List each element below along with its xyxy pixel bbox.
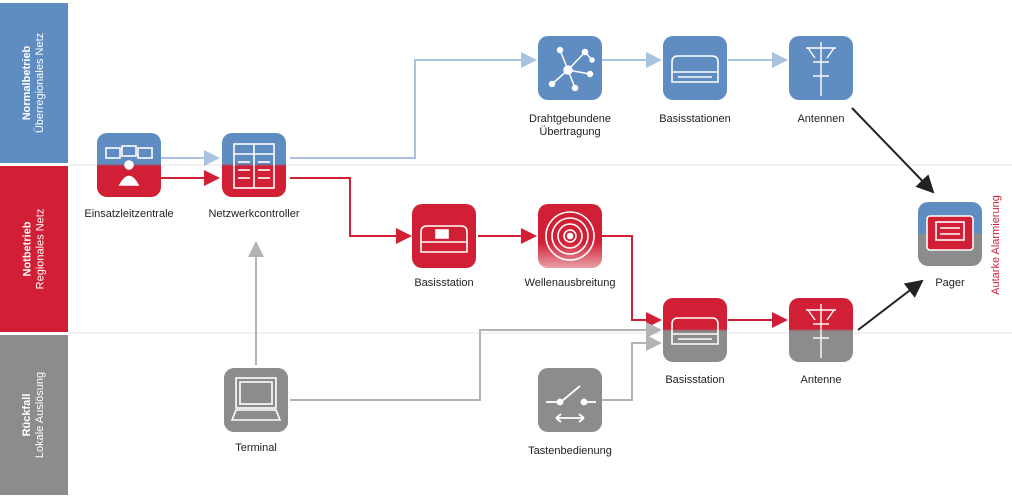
switch-icon	[546, 385, 596, 423]
pager-icon	[926, 215, 974, 251]
connector-blue	[290, 52, 537, 159]
base-station-icon	[420, 225, 468, 253]
label-tastenbedienung: Tastenbedienung	[528, 445, 612, 457]
node-einsatzleitzentrale[interactable]	[97, 133, 161, 197]
connector-gray	[602, 335, 662, 401]
label-basisstation-red: Basisstation	[414, 277, 474, 289]
terminal-icon	[230, 377, 282, 421]
label-einsatzleitzentrale: Einsatzleitzentrale	[84, 208, 174, 220]
label-terminal: Terminal	[235, 442, 277, 454]
node-wellenausbreitung[interactable]	[538, 204, 602, 268]
label-wellenausbreitung: Wellenausbreitung	[524, 277, 616, 289]
node-antenne[interactable]	[789, 298, 853, 362]
connector-black	[857, 279, 924, 331]
label-antenne: Antenne	[800, 374, 842, 386]
antenna-icon	[806, 304, 836, 358]
node-terminal[interactable]	[224, 368, 288, 432]
band-normalbetrieb: Normalbetrieb Überregionales Netz	[0, 3, 68, 163]
label-basisstation-gray: Basisstation	[665, 374, 725, 386]
band-notbetrieb: Notbetrieb Regionales Netz	[0, 166, 68, 332]
node-basisstation-gray[interactable]	[663, 298, 727, 362]
side-label-autarke-alarmierung: Autarke Alarmierung	[985, 175, 1007, 315]
side-label-text: Autarke Alarmierung	[990, 195, 1003, 295]
antenna-icon	[806, 42, 836, 96]
base-station-icon	[671, 317, 719, 345]
label-drahtgebundene-uebertragung: Drahtgebundene Übertragung	[529, 113, 611, 138]
connector-black	[851, 107, 935, 194]
band-rueckfall: Rückfall Lokale Auslösung	[0, 335, 68, 495]
label-pager: Pager	[935, 277, 965, 289]
dispatcher-icon	[105, 145, 153, 186]
label-basisstationen: Basisstationen	[659, 113, 731, 125]
label-netzwerkcontroller: Netzwerkcontroller	[208, 208, 300, 220]
node-basisstation-red[interactable]	[412, 204, 476, 268]
node-pager[interactable]	[918, 202, 982, 266]
node-netzwerkcontroller[interactable]	[222, 133, 286, 197]
node-basisstationen[interactable]	[663, 36, 727, 100]
node-antennen[interactable]	[789, 36, 853, 100]
node-tastenbedienung[interactable]	[538, 368, 602, 432]
node-drahtgebundene-uebertragung[interactable]	[538, 36, 602, 100]
connector-red	[290, 177, 412, 244]
server-icon	[233, 143, 275, 189]
connector-red	[602, 235, 662, 328]
radio-wave-icon	[545, 211, 595, 261]
label-antennen: Antennen	[797, 113, 845, 125]
network-icon	[548, 46, 595, 92]
base-station-icon	[671, 55, 719, 83]
connector-gray	[290, 322, 662, 401]
